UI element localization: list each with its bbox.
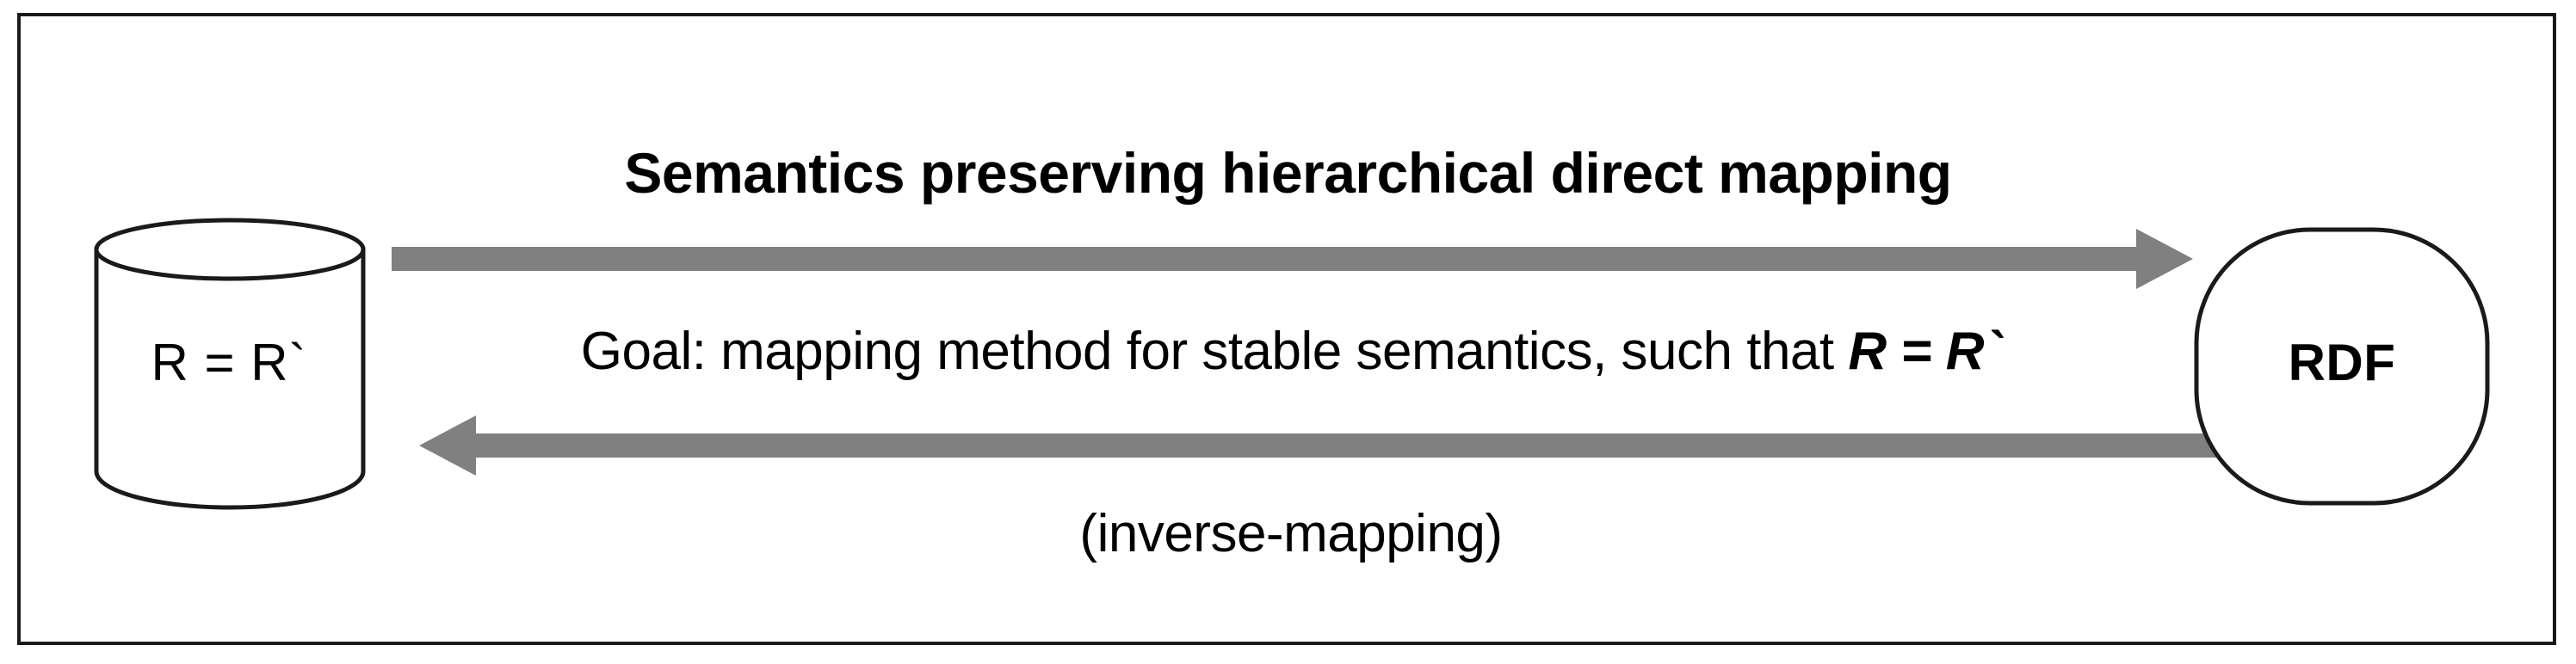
target-node-label: RDF (2288, 334, 2396, 391)
goal-statement-equation: R = R` (1848, 322, 2002, 381)
source-node-label: R = R` (151, 334, 307, 391)
figure-border-frame (17, 13, 2556, 645)
goal-statement: Goal: mapping method for stable semantic… (392, 325, 2190, 378)
diagram-title: Semantics preserving hierarchical direct… (624, 141, 1952, 205)
goal-statement-prefix: Goal: mapping method for stable semantic… (580, 322, 1849, 381)
inverse-mapping-label: (inverse-mapping) (1079, 504, 1503, 563)
